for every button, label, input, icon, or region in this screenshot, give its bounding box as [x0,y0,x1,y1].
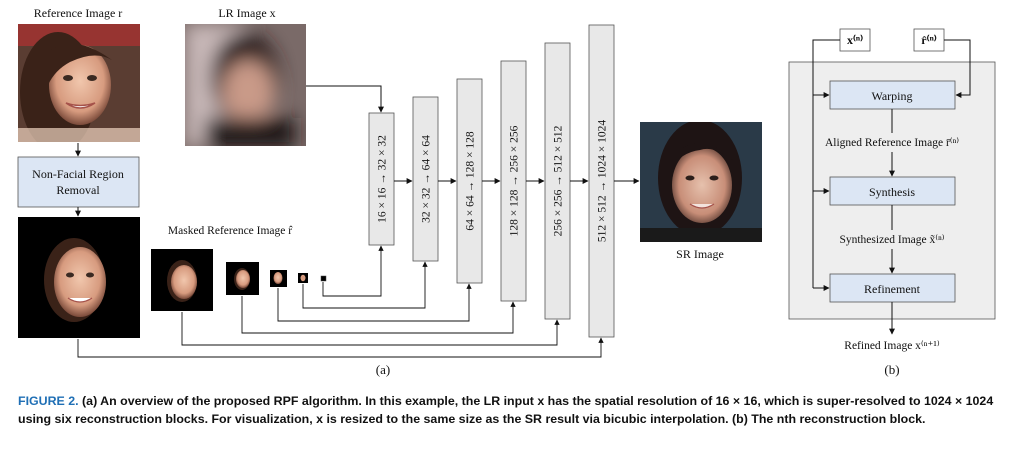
block-3: 64 × 64 → 128 × 128 [457,79,482,283]
svg-text:256 × 256 → 512 × 512: 256 × 256 → 512 × 512 [553,125,565,236]
block-4: 128 × 128 → 256 × 256 [501,61,526,301]
reference-image [18,24,140,152]
refinement-label: Refinement [864,282,921,296]
input-x-label: x⁽ⁿ⁾ [847,33,863,47]
synthesis-label: Synthesis [869,185,915,199]
sr-image-label: SR Image [676,247,724,261]
panel-b-label: (b) [884,362,899,377]
masked-reference-32 [226,262,259,295]
removal-box-line1: Non-Facial Region [32,167,124,181]
warping-label: Warping [871,89,912,103]
figure-diagram: Reference Image r Non-Facial Region Remo… [0,0,1011,390]
removal-box [18,157,139,207]
synthesized-image-label: Synthesized Image x̃⁽ⁿ⁾ [839,233,944,246]
svg-text:16 × 16 → 32 × 32: 16 × 16 → 32 × 32 [377,135,389,223]
removal-box-line2: Removal [56,183,100,197]
caption-lead: FIGURE 2. [18,394,79,408]
masked-reference-16 [270,270,287,287]
masked-reference-64 [151,249,213,311]
svg-text:64 × 64 → 128 × 128: 64 × 64 → 128 × 128 [465,131,477,230]
svg-text:512 × 512 → 1024 × 1024: 512 × 512 → 1024 × 1024 [597,120,609,242]
svg-text:32 × 32 → 64 × 64: 32 × 32 → 64 × 64 [421,135,433,223]
panel-a-label: (a) [376,362,390,377]
aligned-reference-label: Aligned Reference Image r̄⁽ⁿ⁾ [825,136,959,149]
reference-image-label: Reference Image r [34,6,123,20]
masked-reference-4 [321,276,326,281]
svg-text:128 × 128 → 256 × 256: 128 × 128 → 256 × 256 [509,125,521,236]
block-5: 256 × 256 → 512 × 512 [545,43,570,319]
lr-image [185,24,306,148]
sr-image [640,120,762,242]
lr-image-label: LR Image x [218,6,275,20]
masked-reference-label: Masked Reference Image r̂ [168,225,293,237]
refined-image-label: Refined Image x⁽ⁿ⁺¹⁾ [844,339,940,352]
masked-reference-8 [298,273,308,283]
masked-reference-large [18,217,140,338]
block-6: 512 × 512 → 1024 × 1024 [589,25,614,337]
caption-text: (a) An overview of the proposed RPF algo… [18,394,993,426]
input-r-label: r̂⁽ⁿ⁾ [921,33,936,47]
block-1: 16 × 16 → 32 × 32 [369,113,394,245]
block-2: 32 × 32 → 64 × 64 [413,97,438,261]
figure-caption: FIGURE 2. (a) An overview of the propose… [18,392,1003,428]
